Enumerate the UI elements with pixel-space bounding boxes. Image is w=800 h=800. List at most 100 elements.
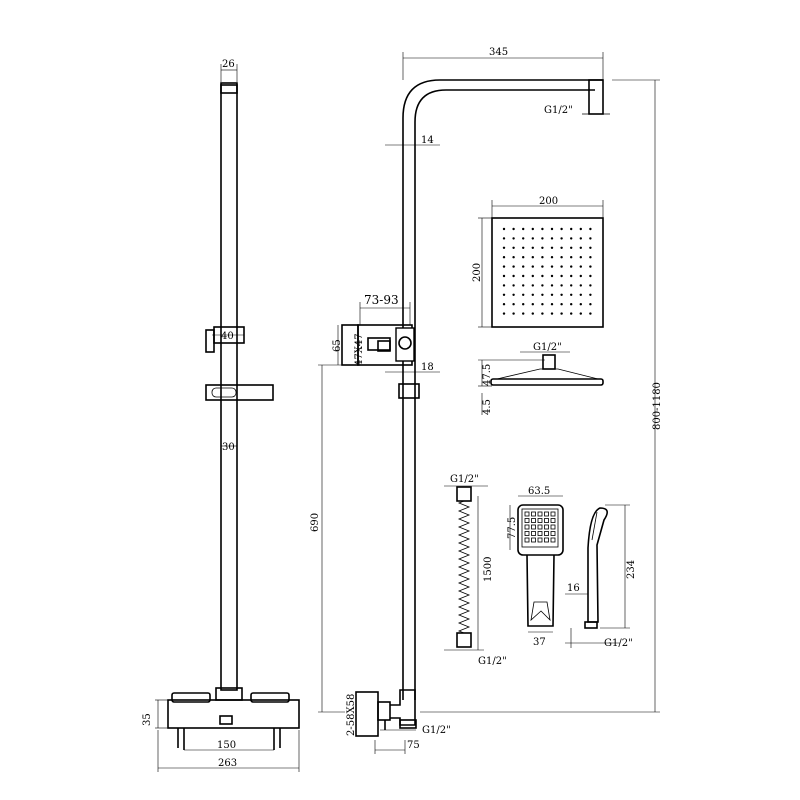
handset-depth-label: 16 xyxy=(567,583,580,594)
side-view: 345 G1/2" 14 73-93 47X47 65 xyxy=(310,47,663,754)
handset-nozzle xyxy=(524,537,530,543)
head-nozzle xyxy=(531,256,534,259)
head-nozzle xyxy=(570,237,573,240)
valve-side: 2-58X58 G1/2" 75 xyxy=(346,689,451,754)
head-nozzle xyxy=(541,265,544,268)
handset-nozzle xyxy=(550,531,556,536)
handset-side: 234 16 G1/2" xyxy=(565,504,637,649)
head-nozzle xyxy=(579,256,582,259)
handset-thread-label: G1/2" xyxy=(604,638,633,649)
head-nozzle xyxy=(522,312,525,315)
rail-diameter-dimension: 30 xyxy=(221,442,237,453)
head-nozzle xyxy=(560,274,563,278)
nozzle-grid xyxy=(502,227,592,315)
wall-bracket-range-label: 73-93 xyxy=(364,293,399,307)
head-height-label: 47.5 xyxy=(482,364,493,386)
rail-top-dimension: 26 xyxy=(220,59,238,82)
head-nozzle xyxy=(589,312,592,315)
thermostatic-valve-front xyxy=(167,687,300,750)
head-nozzle xyxy=(531,274,534,278)
head-nozzle xyxy=(541,246,544,249)
riser-rail xyxy=(220,84,238,691)
head-nozzle xyxy=(512,237,515,240)
head-nozzle xyxy=(512,303,515,306)
handset-nozzle xyxy=(537,531,543,536)
head-nozzle xyxy=(502,293,506,296)
inlet-thread-label: G1/2" xyxy=(422,725,451,736)
head-nozzle xyxy=(502,312,506,315)
handset-nozzle xyxy=(550,524,556,530)
head-nozzle xyxy=(531,237,534,240)
head-nozzle xyxy=(522,303,525,306)
head-nozzle xyxy=(502,246,506,249)
head-nozzle xyxy=(589,274,592,278)
handset-nozzles xyxy=(524,511,556,543)
head-nozzle xyxy=(550,246,554,249)
handset-nozzle xyxy=(531,531,536,536)
head-nozzle xyxy=(541,256,544,259)
head-nozzle xyxy=(522,265,525,268)
head-nozzle xyxy=(541,312,544,315)
head-nozzle xyxy=(589,265,592,268)
head-nozzle xyxy=(512,256,515,259)
head-nozzle xyxy=(550,256,554,259)
head-nozzle xyxy=(589,237,592,240)
head-nozzle xyxy=(560,312,563,315)
handset-nozzle xyxy=(537,511,543,517)
hose: G1/2" G1/2" 1500 xyxy=(444,474,507,667)
head-nozzle xyxy=(541,293,544,296)
head-nozzle xyxy=(531,312,534,315)
arm-thread-label: G1/2" xyxy=(544,105,573,116)
shower-head-top-view: 200 200 xyxy=(472,196,604,328)
hose-thread-top-label: G1/2" xyxy=(450,474,479,485)
head-nozzle xyxy=(550,293,554,296)
handset-nozzle xyxy=(550,518,556,523)
inlet-height-label: 690 xyxy=(310,513,321,532)
head-nozzle xyxy=(550,265,554,268)
head-nozzle xyxy=(531,284,534,287)
head-nozzle xyxy=(589,256,592,259)
handset-nozzle xyxy=(544,518,549,523)
head-nozzle xyxy=(570,303,573,306)
handset-front: 63.5 77.5 37 xyxy=(507,486,564,648)
handset-nozzle xyxy=(544,537,549,543)
handset-nozzle xyxy=(531,537,536,543)
head-nozzle xyxy=(560,284,563,287)
head-nozzle xyxy=(579,265,582,268)
valve-centres-label: 150 xyxy=(217,740,236,751)
handset-width-label: 63.5 xyxy=(528,486,550,497)
head-nozzle xyxy=(541,274,544,278)
head-nozzle xyxy=(560,227,563,231)
total-height-label: 800-1180 xyxy=(652,382,663,430)
head-nozzle xyxy=(570,227,573,231)
handset-nozzle xyxy=(537,518,543,523)
head-nozzle xyxy=(531,265,534,268)
head-nozzle xyxy=(502,303,506,306)
head-thickness-label: 4.5 xyxy=(482,399,493,415)
head-nozzle xyxy=(522,237,525,240)
head-nozzle xyxy=(589,293,592,296)
head-nozzle xyxy=(512,312,515,315)
total-height-dimension: 800-1180 xyxy=(420,79,663,713)
head-nozzle xyxy=(502,227,506,231)
head-nozzle xyxy=(570,265,573,268)
rail-cap xyxy=(220,82,238,94)
head-nozzle xyxy=(531,246,534,249)
wall-bracket-size-label: 47X47 xyxy=(354,333,365,366)
head-nozzle xyxy=(502,256,506,259)
slider-side: 18 xyxy=(385,362,440,399)
head-nozzle xyxy=(579,284,582,287)
slider-diameter-label: 18 xyxy=(421,362,434,373)
handset-nozzle xyxy=(550,537,556,543)
head-nozzle xyxy=(541,237,544,240)
handset-nozzle xyxy=(531,518,536,523)
handset-length-label: 234 xyxy=(626,560,637,579)
head-nozzle xyxy=(522,227,525,231)
head-nozzle xyxy=(502,237,506,240)
head-nozzle xyxy=(550,312,554,315)
handset-handle-width-label: 37 xyxy=(533,637,546,648)
valve-height-label: 35 xyxy=(142,713,153,726)
head-nozzle xyxy=(522,246,525,249)
riser-and-arm xyxy=(402,79,603,700)
handset-nozzle xyxy=(531,524,536,530)
